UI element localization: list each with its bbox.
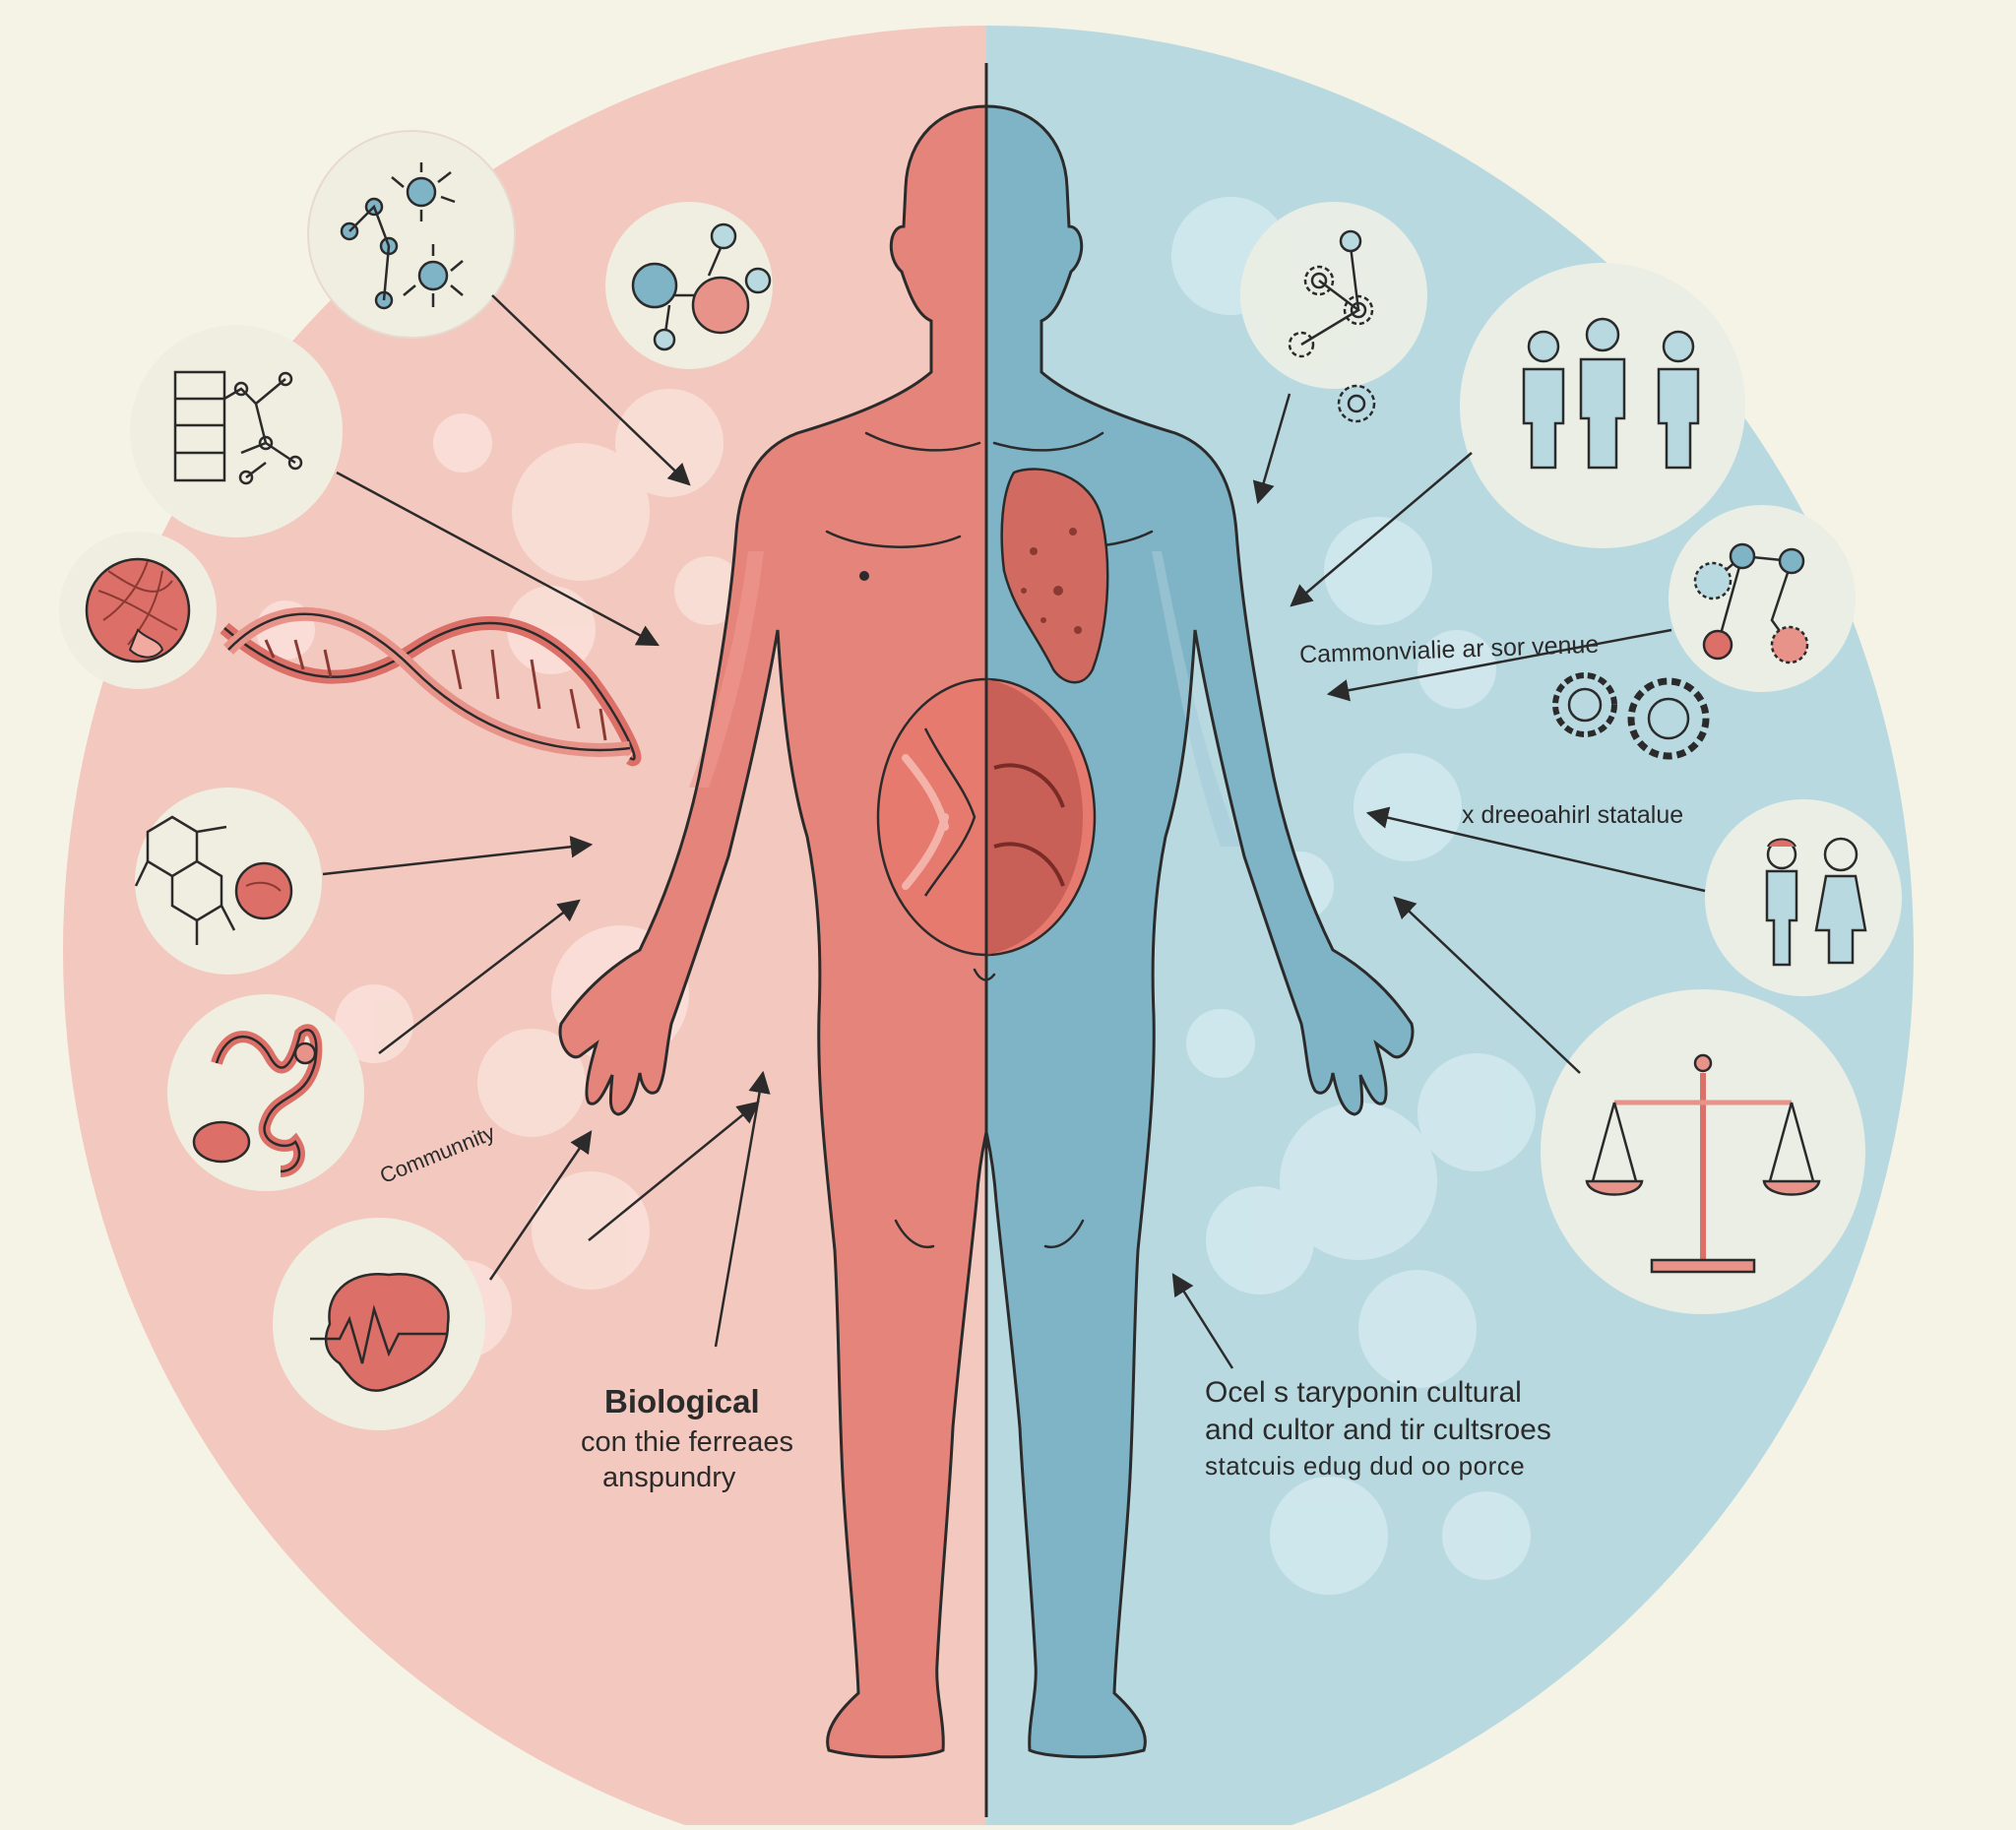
- social-line-1: Ocel s taryponin cultural: [1205, 1376, 1522, 1409]
- molecule-icon: [605, 202, 773, 369]
- chemical-structure-icon: [134, 788, 322, 975]
- biological-line-1: con thie ferreaes: [581, 1426, 794, 1458]
- biological-title: Biological: [604, 1383, 760, 1420]
- social-label-2: x dreeoahirl statalue: [1462, 801, 1684, 829]
- people-group-icon: [1460, 263, 1745, 548]
- gears-icon: [1552, 672, 1710, 760]
- balance-scale-icon: [1541, 989, 1865, 1314]
- social-line-2: and cultor and tir cultsroes: [1205, 1414, 1551, 1446]
- cell-icon: [59, 532, 217, 689]
- couple-icon: [1705, 799, 1902, 996]
- social-line-3: statcuis edug dud oo porce: [1205, 1451, 1526, 1481]
- neuron-network-icon: [307, 130, 516, 339]
- gear-network-icon: [1240, 202, 1427, 423]
- data-network-icon: [130, 325, 343, 537]
- intestine-icon: [167, 994, 364, 1191]
- virus-network-icon: [1669, 505, 1856, 692]
- heart-rate-icon: [273, 1218, 485, 1430]
- biological-line-2: anspundry: [602, 1462, 736, 1493]
- dna-helix-icon: [220, 606, 642, 767]
